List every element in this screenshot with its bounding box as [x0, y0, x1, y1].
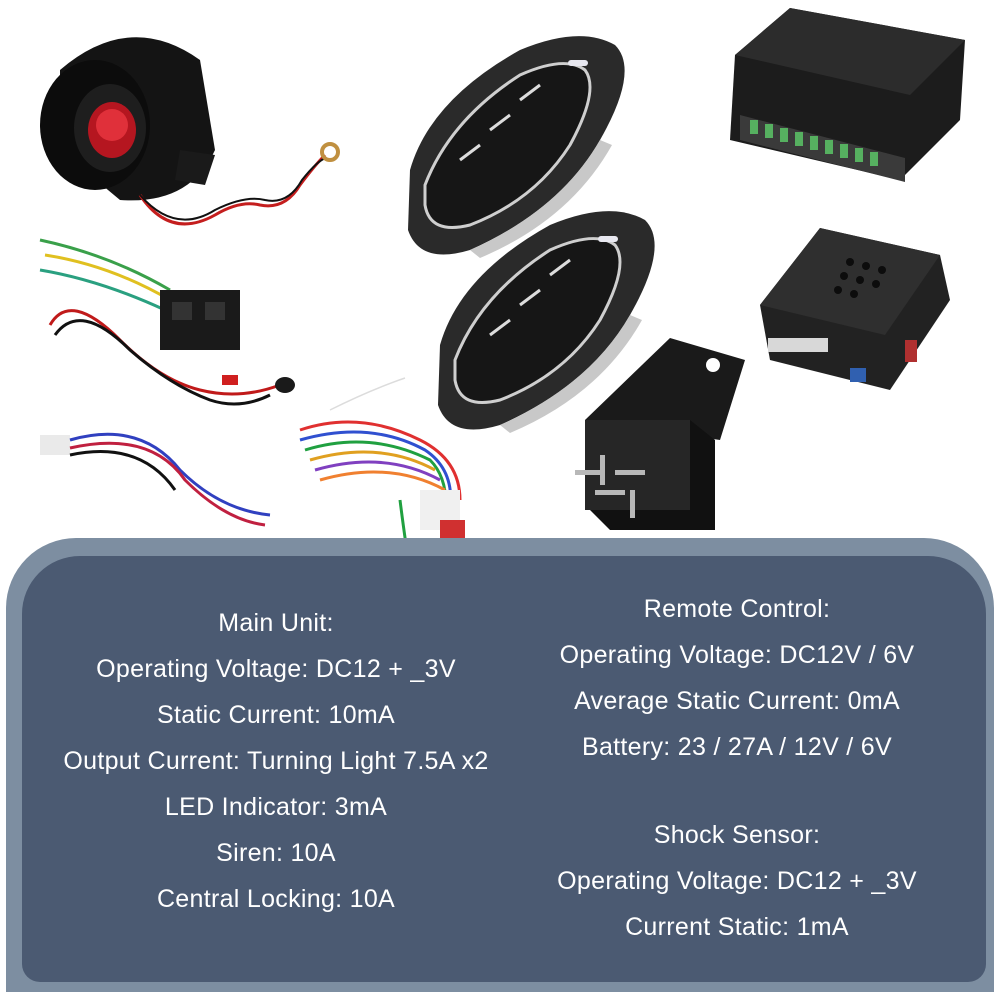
- spec-panel: [22, 556, 986, 982]
- spec-line: Central Locking: 10A: [156, 885, 396, 913]
- remote-key-fob-icon: [438, 211, 655, 433]
- spec-line: Operating Voltage: DC12 + _3V: [96, 655, 456, 683]
- shock-sensor-icon: [760, 228, 950, 390]
- spec-line: Operating Voltage: DC12V / 6V: [559, 641, 915, 669]
- remote-and-sensor-specs: Remote Control: Operating Voltage: DC12V…: [530, 586, 944, 950]
- spec-line: Output Current: Turning Light 7.5A x2: [63, 747, 489, 775]
- spec-line: Static Current: 10mA: [156, 701, 396, 729]
- wire-harness-icon: [39, 238, 465, 582]
- spec-line: LED Indicator: 3mA: [164, 793, 388, 821]
- remote-key-fob-icon: [408, 36, 625, 258]
- spec-line: Battery: 23 / 27A / 12V / 6V: [582, 733, 892, 761]
- spacer: [530, 770, 944, 812]
- shock-sensor-heading: Shock Sensor:: [653, 821, 821, 849]
- main-unit-heading: Main Unit:: [218, 609, 334, 637]
- spec-line: Siren: 10A: [216, 839, 336, 867]
- spec-line: Average Static Current: 0mA: [574, 687, 900, 715]
- product-illustration: [39, 8, 965, 582]
- main-unit-specs: Main Unit: Operating Voltage: DC12 + _3V…: [20, 600, 532, 922]
- siren-icon: [40, 37, 340, 226]
- relay-icon: [575, 338, 745, 530]
- control-box-icon: [730, 8, 965, 182]
- remote-control-heading: Remote Control:: [643, 595, 831, 623]
- spec-line: Operating Voltage: DC12 + _3V: [557, 867, 917, 895]
- spec-line: Current Static: 1mA: [625, 913, 849, 941]
